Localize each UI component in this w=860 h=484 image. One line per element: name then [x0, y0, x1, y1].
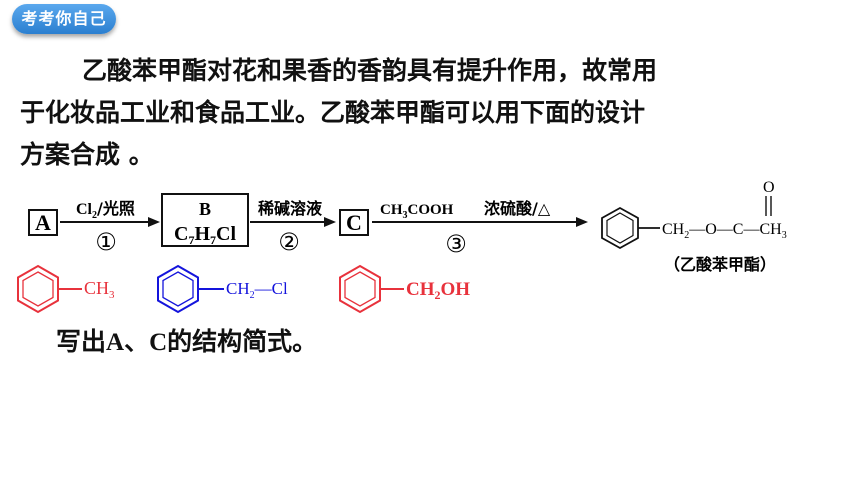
- benzyl-acetate-formula: CH2—O—C—CH3: [662, 221, 787, 241]
- step-2-number: ②: [278, 228, 300, 256]
- carbonyl-oxygen: O: [763, 179, 775, 196]
- toluene-structure: CH3: [17, 264, 115, 314]
- step-3-number: ③: [445, 230, 467, 258]
- arrow-head-1: [148, 217, 160, 227]
- benzyl-chloride-structure: CH2—Cl: [157, 264, 288, 314]
- step-1-number: ①: [95, 228, 117, 256]
- product-name: （乙酸苯甲酯）: [664, 255, 776, 274]
- paragraph-line-3: 方案合成 。: [20, 140, 154, 169]
- box-c: [339, 209, 369, 236]
- exercise-badge: 考考你自己: [12, 4, 116, 34]
- box-b-formula: C7H7Cl: [174, 223, 236, 247]
- box-b: [161, 193, 249, 247]
- toluene-methyl: CH3: [84, 278, 115, 301]
- benzyl-acetate-structure: CH2—O—C—CH3 O: [601, 179, 787, 250]
- benzyl-chloride-group: CH2—Cl: [226, 279, 288, 301]
- step-2-reagent: 稀碱溶液: [258, 199, 323, 218]
- benzyl-alcohol-structure: CH2OH: [339, 264, 470, 314]
- step-3-acid: CH3COOH: [380, 202, 454, 221]
- paragraph-line-1: 乙酸苯甲酯对花和果香的香韵具有提升作用，故常用: [82, 56, 658, 85]
- benzyl-alcohol-group: CH2OH: [406, 279, 470, 302]
- question-paragraph: 乙酸苯甲酯对花和果香的香韵具有提升作用，故常用于化妆品工业和食品工业。乙酸苯甲酯…: [20, 50, 840, 176]
- question-instruction: 写出A、C的结构简式。: [56, 327, 318, 356]
- arrow-head-3: [576, 217, 588, 227]
- box-a: [28, 209, 58, 236]
- step-1-reagent: Cl2/光照: [76, 199, 135, 221]
- box-b-label: B: [199, 199, 211, 219]
- box-a-label: A: [35, 210, 51, 235]
- arrow-head-2: [324, 217, 336, 227]
- box-c-label: C: [346, 210, 362, 235]
- step-3-reagent: 浓硫酸/△: [484, 199, 551, 218]
- paragraph-line-2: 于化妆品工业和食品工业。乙酸苯甲酯可以用下面的设计: [20, 98, 646, 127]
